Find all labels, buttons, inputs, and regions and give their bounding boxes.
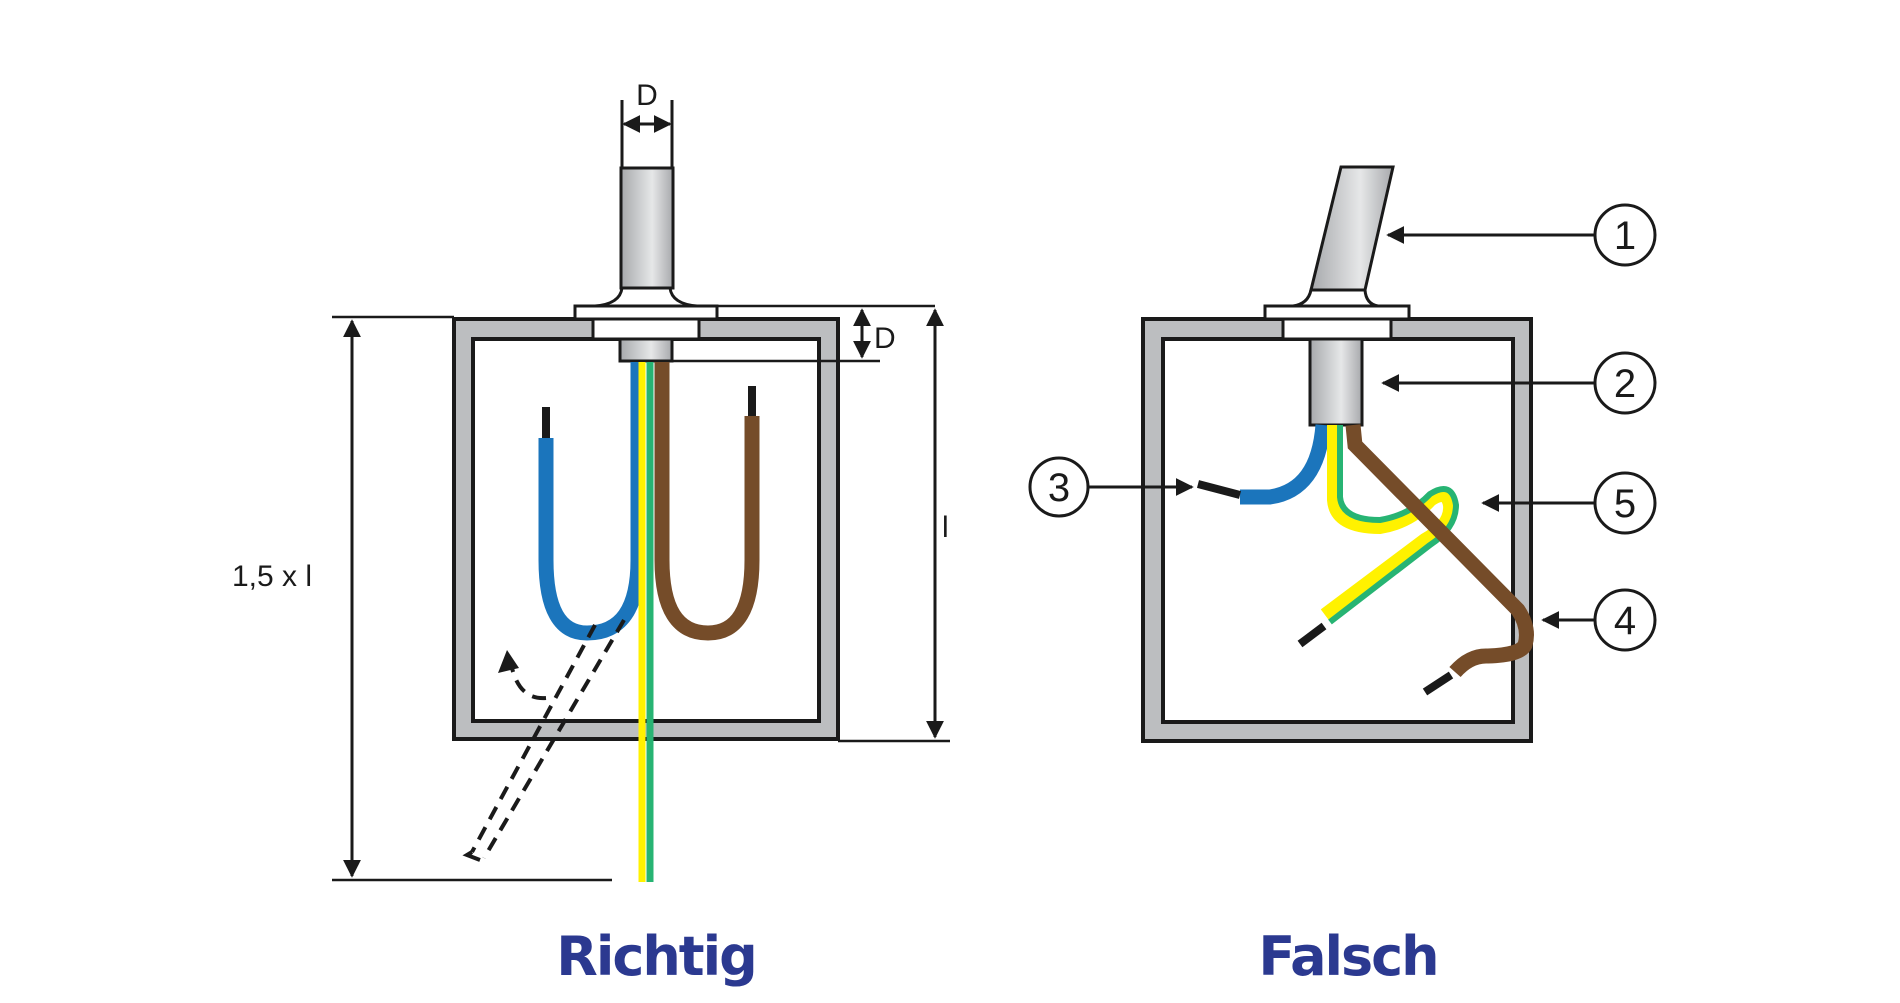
cable-gland-left: [573, 166, 719, 363]
swing-arrowhead-icon: [498, 650, 519, 673]
left-panel-correct: D D l 1,5 x l Richtig: [232, 79, 950, 988]
svg-text:5: 5: [1614, 482, 1636, 526]
callout-4: 4: [1593, 588, 1657, 652]
brown-wire: [654, 362, 760, 641]
yellow-green-wire-loop: [1320, 425, 1458, 621]
svg-text:4: 4: [1614, 599, 1636, 643]
wires-right: [1196, 424, 1534, 696]
blue-wire: [538, 362, 646, 641]
callout-3: 3: [1028, 456, 1090, 518]
label-cable-diameter: D: [636, 79, 658, 112]
callout-5: 5: [1593, 471, 1657, 535]
cable-gland-right: [1263, 165, 1411, 427]
svg-text:3: 3: [1048, 466, 1070, 510]
right-panel-wrong: 1 2 3 4 5 Falsch: [1028, 165, 1657, 988]
callout-1: 1: [1593, 203, 1657, 267]
label-strip-length: 1,5 x l: [232, 560, 312, 593]
dimension-box-height: [838, 308, 950, 743]
dimension-cable-diameter: [620, 100, 674, 168]
blue-wire-short: [1240, 424, 1331, 505]
dimension-gland-depth: [672, 304, 935, 363]
caption-correct: Richtig: [556, 925, 756, 988]
svg-text:2: 2: [1614, 362, 1636, 406]
yellow-green-conductor-tip: [1297, 622, 1327, 648]
callout-arrows: [1088, 226, 1595, 629]
dashed-wire-swing: [462, 618, 626, 862]
brown-conductor-tip: [1422, 671, 1454, 696]
dimension-strip-length: [332, 315, 612, 882]
svg-text:1: 1: [1614, 214, 1636, 258]
junction-box-left: [452, 317, 840, 741]
caption-wrong: Falsch: [1258, 925, 1437, 988]
inner-sleeve: [1308, 337, 1364, 427]
brown-wire-long: [1345, 424, 1534, 678]
callout-2: 2: [1593, 351, 1657, 415]
tilted-outer-cable: [1309, 165, 1395, 292]
wires-left: [538, 362, 760, 882]
label-box-height: l: [942, 511, 949, 544]
blue-conductor-tip: [1196, 480, 1242, 499]
label-gland-depth: D: [874, 322, 896, 355]
